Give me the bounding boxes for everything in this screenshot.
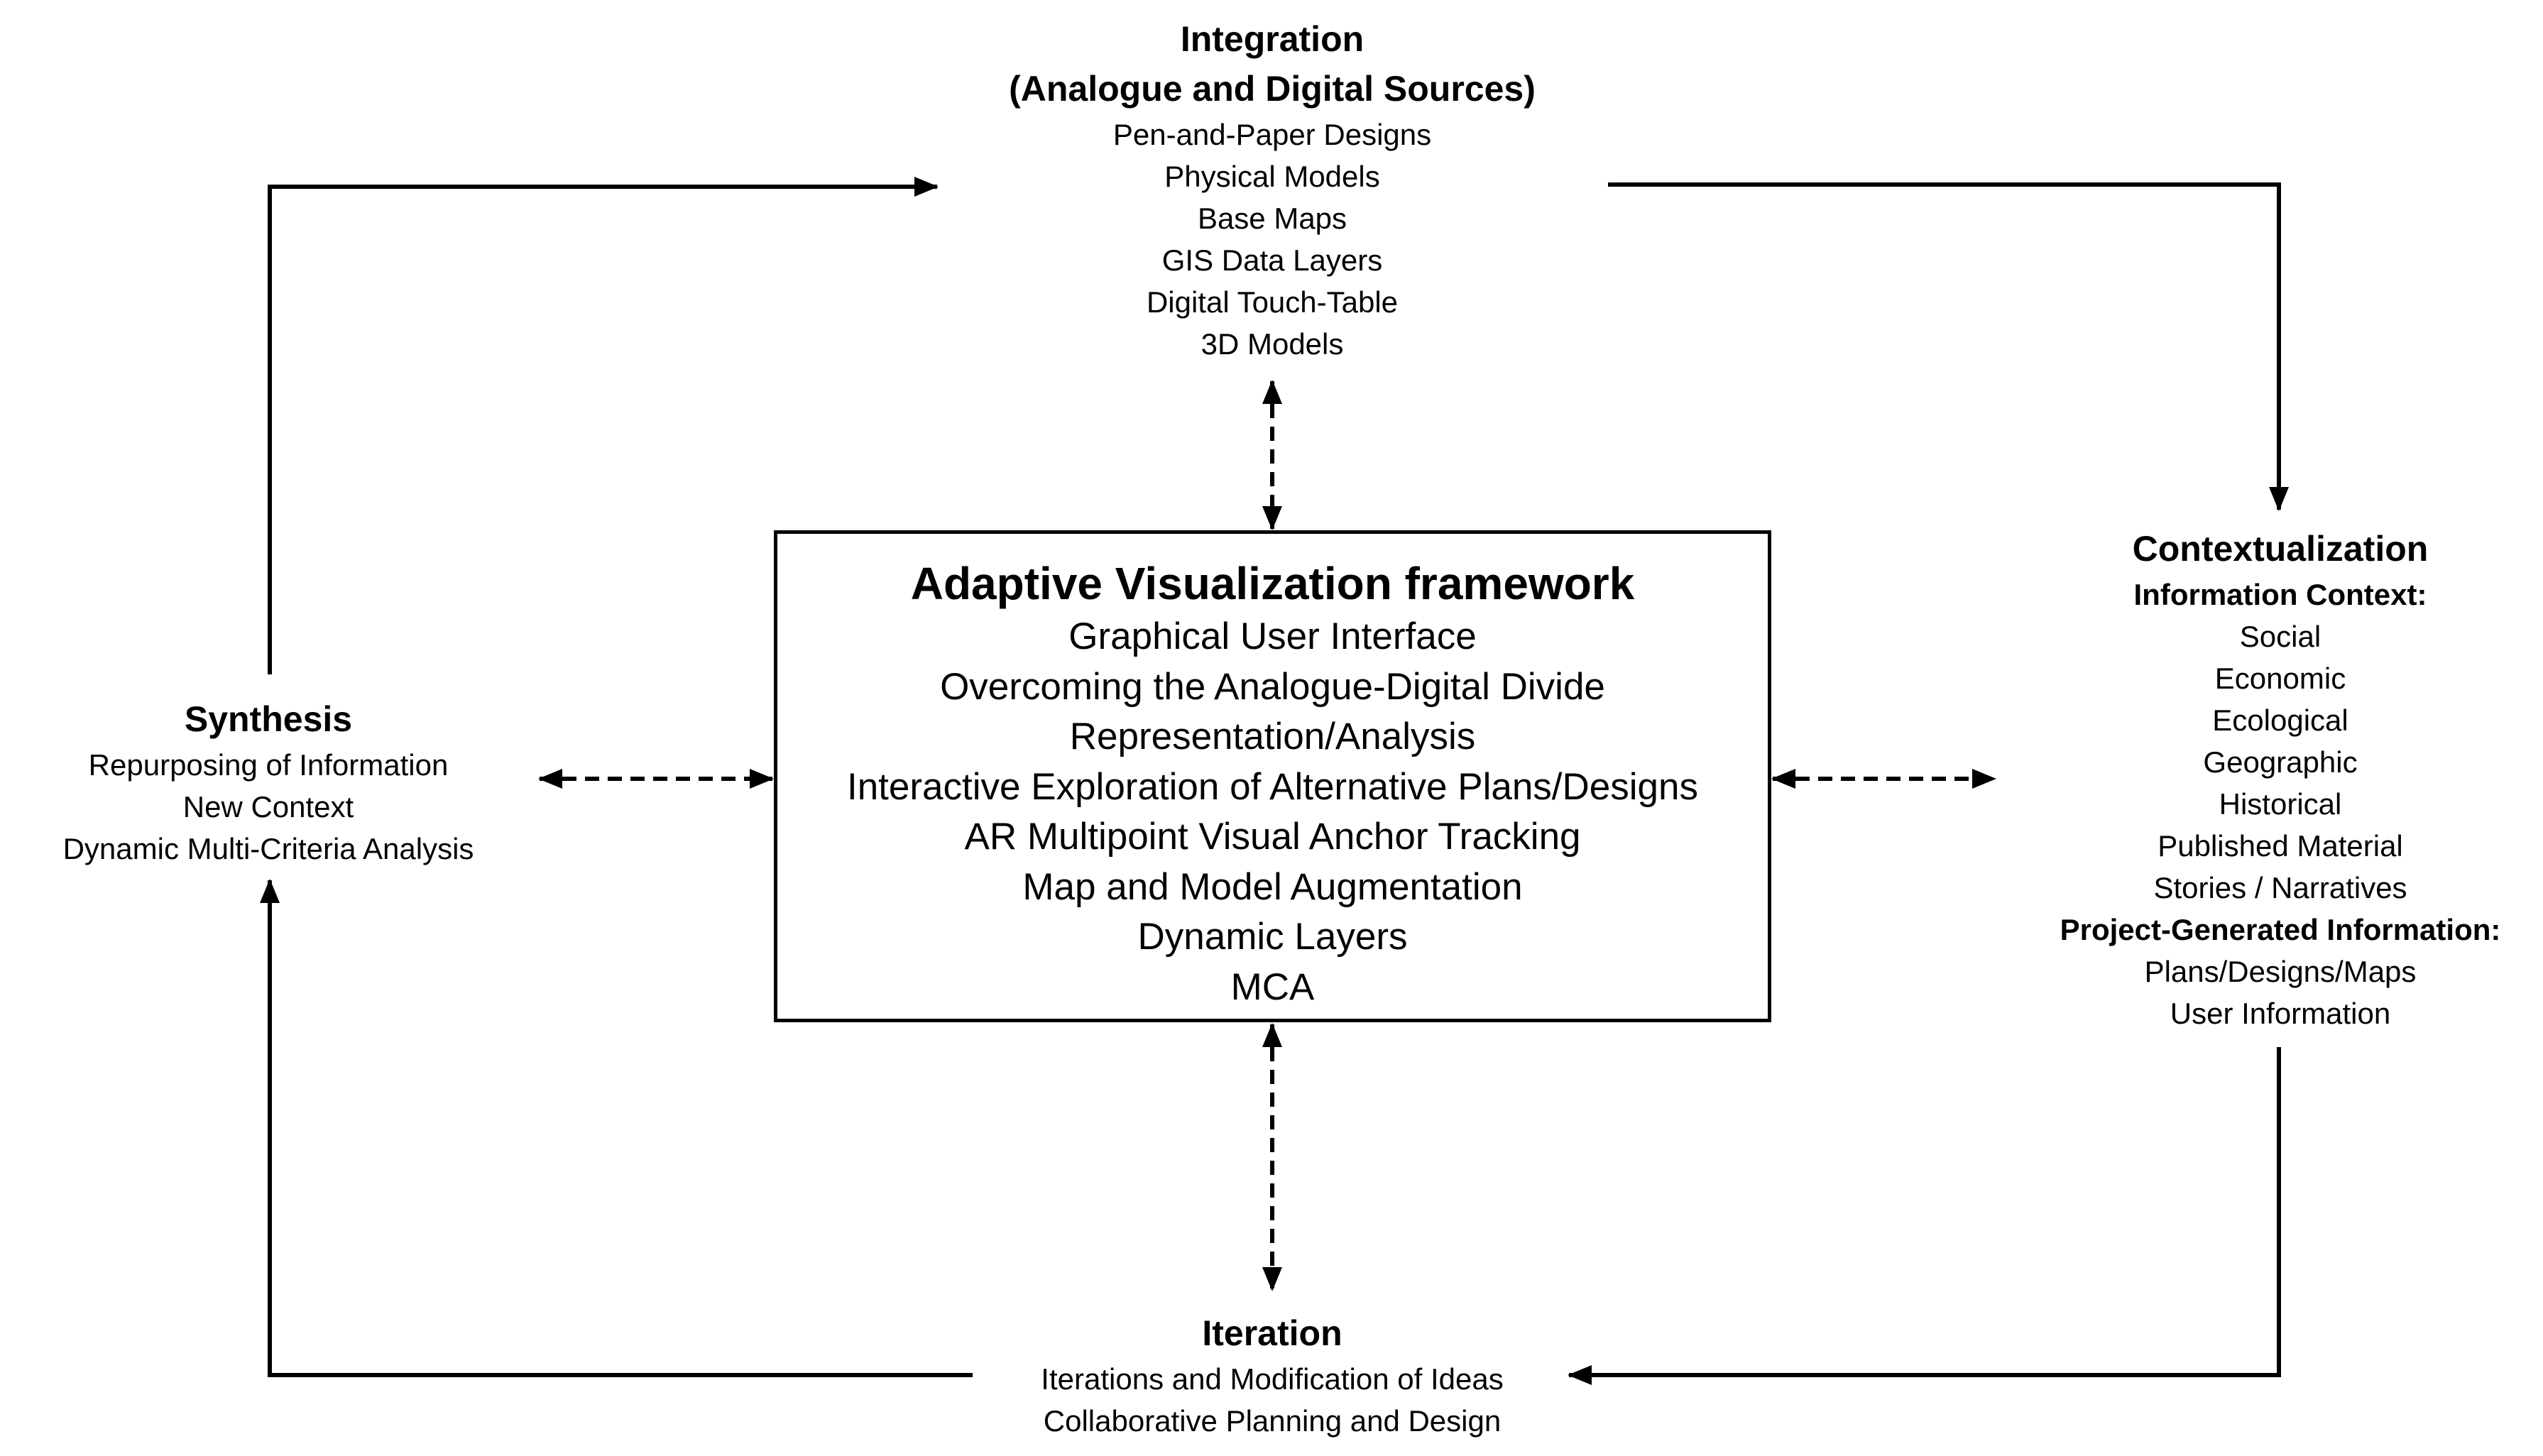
contextualization-to-iteration-arrow bbox=[1568, 1047, 2281, 1385]
framework-item: Interactive Exploration of Alternative P… bbox=[846, 765, 1699, 808]
framework-item: Graphical User Interface bbox=[1068, 615, 1477, 657]
iteration-title: Iteration bbox=[1202, 1313, 1342, 1353]
project-item: Plans/Designs/Maps bbox=[2144, 955, 2417, 988]
synthesis-node: Synthesis Repurposing of Information New… bbox=[63, 694, 474, 870]
iteration-item: Iterations and Modification of Ideas bbox=[1041, 1362, 1504, 1396]
context-item: Stories / Narratives bbox=[2153, 871, 2407, 904]
integration-title: Integration bbox=[1180, 19, 1365, 59]
context-item: Historical bbox=[2219, 787, 2342, 821]
synthesis-to-integration-arrow bbox=[268, 177, 939, 674]
framework-item: AR Multipoint Visual Anchor Tracking bbox=[964, 816, 1581, 858]
framework-box: Adaptive Visualization framework Graphic… bbox=[774, 530, 1771, 1022]
synthesis-item: Repurposing of Information bbox=[88, 748, 449, 782]
context-item: Ecological bbox=[2212, 704, 2348, 737]
framework-item: Dynamic Layers bbox=[1137, 916, 1408, 958]
contextualization-title: Contextualization bbox=[2132, 529, 2429, 569]
information-context-label: Information Context: bbox=[2133, 578, 2427, 611]
framework-item: Map and Model Augmentation bbox=[1022, 865, 1523, 908]
framework-item: MCA bbox=[1230, 965, 1315, 1008]
synthesis-item: New Context bbox=[182, 790, 354, 823]
integration-subtitle: (Analogue and Digital Sources) bbox=[1009, 69, 1536, 109]
synthesis-title: Synthesis bbox=[184, 699, 353, 739]
integration-item: GIS Data Layers bbox=[1161, 243, 1383, 277]
framework-item: Representation/Analysis bbox=[1069, 716, 1476, 757]
project-item: User Information bbox=[2170, 997, 2391, 1030]
integration-item: 3D Models bbox=[1201, 327, 1344, 361]
framework-item: Overcoming the Analogue-Digital Divide bbox=[940, 665, 1605, 708]
iteration-item: Collaborative Planning and Design bbox=[1043, 1404, 1502, 1438]
framework-title: Adaptive Visualization framework bbox=[910, 558, 1635, 609]
integration-item: Digital Touch-Table bbox=[1146, 285, 1399, 319]
context-item: Economic bbox=[2214, 662, 2346, 695]
context-item: Published Material bbox=[2158, 829, 2403, 863]
iteration-node: Iteration Iterations and Modification of… bbox=[1041, 1308, 1503, 1442]
integration-to-contextualization-arrow bbox=[1608, 182, 2289, 511]
iteration-to-synthesis-arrow bbox=[260, 879, 973, 1377]
integration-item: Base Maps bbox=[1197, 202, 1347, 235]
synthesis-item: Dynamic Multi-Criteria Analysis bbox=[62, 832, 474, 865]
contextualization-node: Contextualization Information Context: S… bbox=[2060, 524, 2501, 1034]
integration-item: Pen-and-Paper Designs bbox=[1112, 118, 1432, 151]
context-item: Social bbox=[2239, 620, 2321, 653]
integration-node: Integration (Analogue and Digital Source… bbox=[1009, 14, 1536, 365]
integration-item: Physical Models bbox=[1164, 160, 1380, 193]
context-item: Geographic bbox=[2203, 745, 2358, 779]
project-generated-label: Project-Generated Information: bbox=[2060, 913, 2501, 946]
